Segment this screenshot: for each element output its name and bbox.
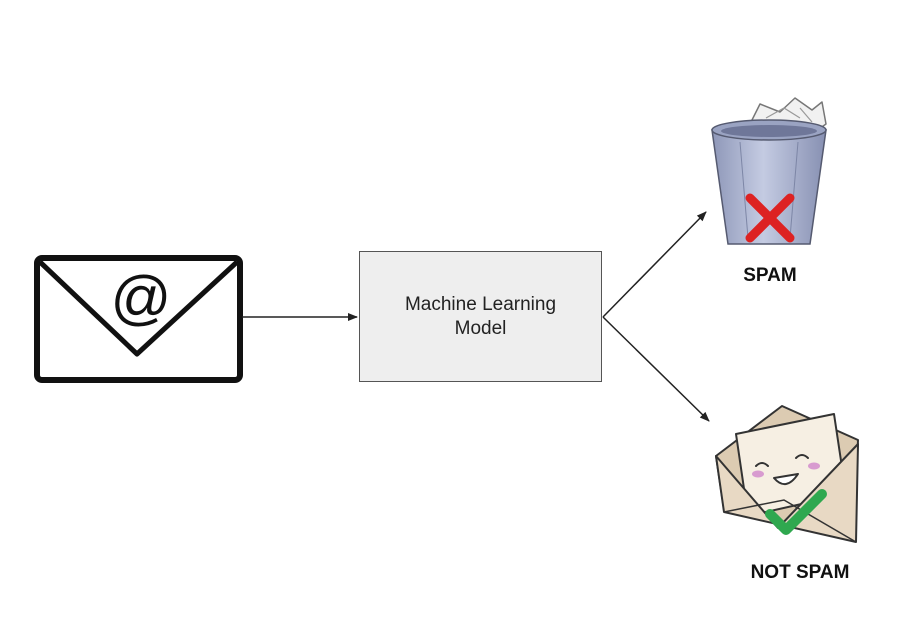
trash-can-icon: [711, 97, 827, 245]
ml-model-box: Machine Learning Model: [359, 251, 602, 382]
at-symbol: @: [111, 264, 172, 331]
not-spam-arrow: [602, 316, 710, 422]
spam-label: SPAM: [743, 265, 797, 286]
email-icon: @: [34, 255, 243, 383]
happy-envelope-icon: [715, 405, 859, 543]
model-label-line2: Model: [454, 317, 507, 339]
red-x-icon: [745, 193, 795, 243]
check-mark-icon: [765, 489, 827, 535]
spam-arrow: [602, 211, 707, 318]
not-spam-label: NOT SPAM: [750, 562, 850, 583]
model-label-line1: Machine Learning: [404, 293, 557, 315]
